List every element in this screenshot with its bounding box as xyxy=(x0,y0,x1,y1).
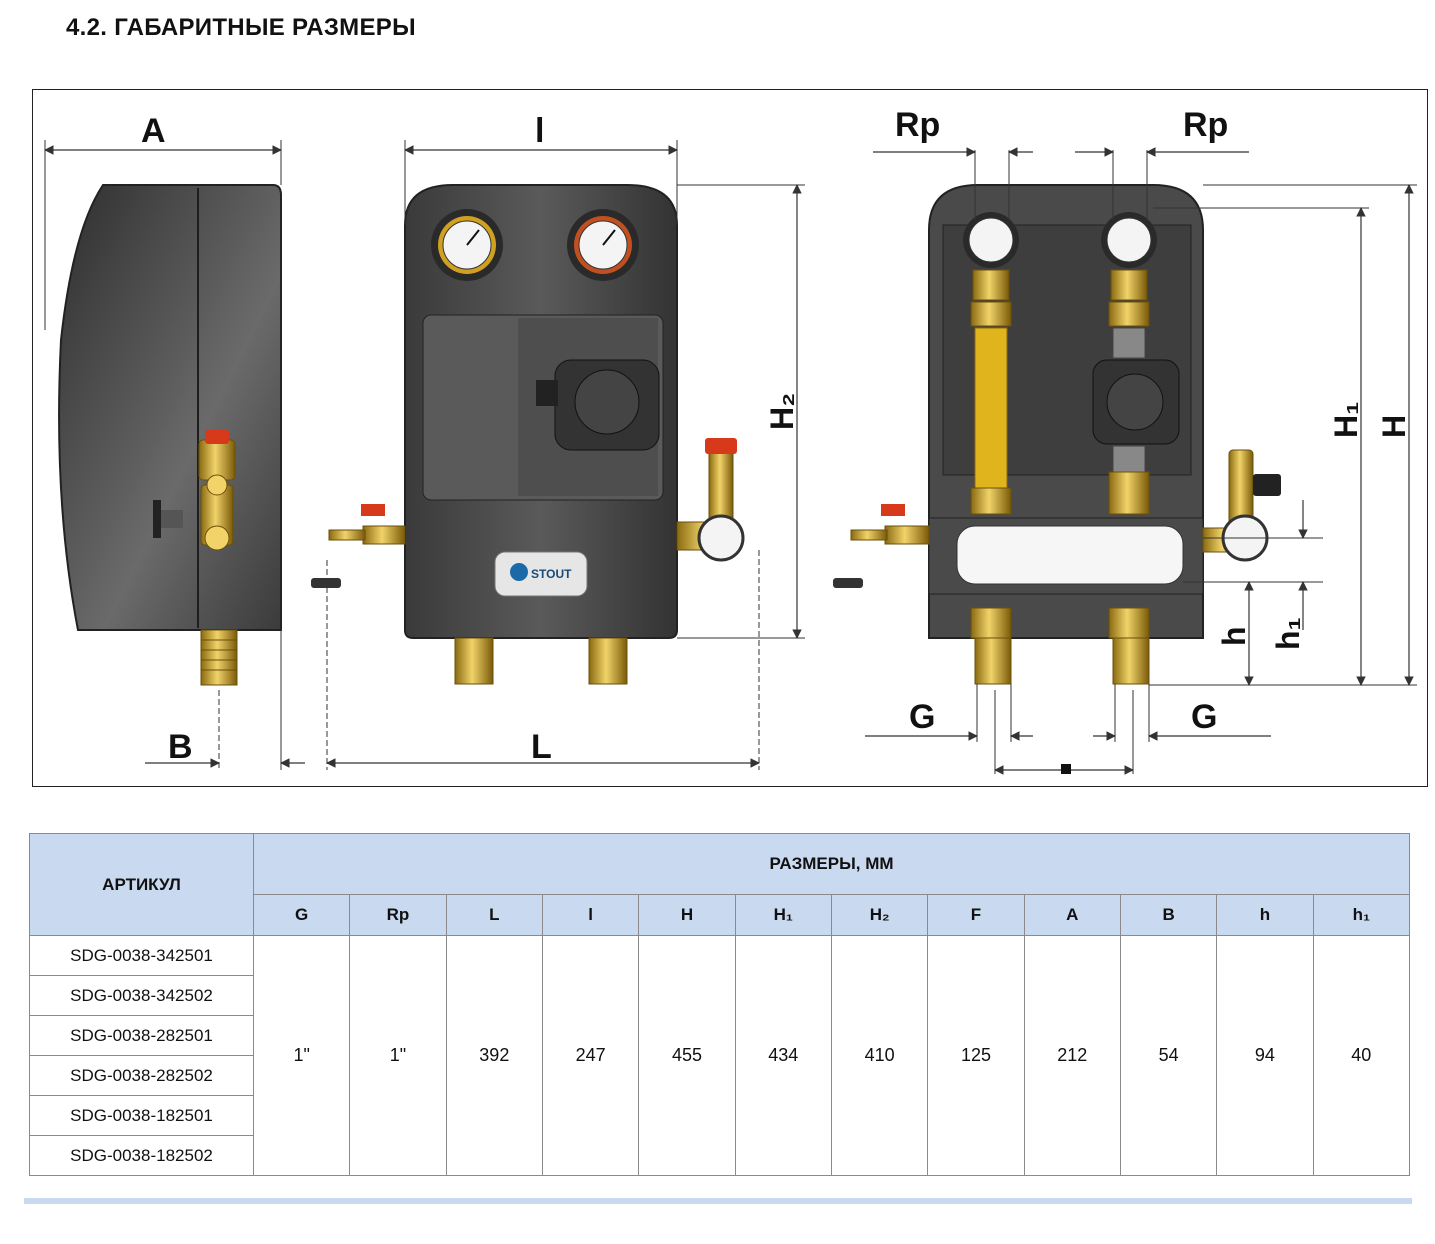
dimension-drawing: A B STOUT xyxy=(32,89,1428,787)
article-cell: SDG-0038-282501 xyxy=(29,1015,254,1056)
open-insulation xyxy=(928,517,1204,595)
table-row: SDG-0038-182502 xyxy=(29,1135,1410,1176)
value-cell: 212 xyxy=(1023,935,1121,1176)
table-row: SDG-0038-182501 xyxy=(29,1095,1410,1136)
value-cell: 1" xyxy=(252,935,351,1176)
dim-H2-label: H₂ xyxy=(764,393,800,430)
value-cell: 1" xyxy=(349,935,447,1176)
value-cell: 410 xyxy=(830,935,929,1176)
article-cell: SDG-0038-282502 xyxy=(29,1055,254,1096)
value-cell: 247 xyxy=(541,935,640,1176)
dim-h1-label: h₁ xyxy=(1270,617,1306,650)
dim-G-left-label: G xyxy=(909,698,935,736)
col-header: A xyxy=(1023,894,1121,936)
table-row: SDG-0038-342501 1" 1" 392 247 455 434 41… xyxy=(29,935,1411,1176)
article-cell: SDG-0038-182502 xyxy=(29,1135,254,1176)
col-header: B xyxy=(1119,894,1218,936)
table-row: SDG-0038-342502 xyxy=(29,975,1410,1016)
dims-header: РАЗМЕРЫ, ММ xyxy=(252,833,1411,895)
front-view: STOUT l H₂ L xyxy=(311,112,805,770)
open-fittings xyxy=(970,607,1150,685)
col-header: F xyxy=(927,894,1025,936)
bottom-divider xyxy=(24,1198,1412,1204)
side-fitting xyxy=(200,629,238,686)
dim-h-label: h xyxy=(1216,626,1252,646)
col-header: H₂ xyxy=(830,894,929,936)
article-cell: SDG-0038-182501 xyxy=(29,1095,254,1136)
side-safety-valve xyxy=(198,430,236,551)
value-cell: 434 xyxy=(734,935,832,1176)
open-view: Rp Rp H H₁ h h₁ G G xyxy=(833,106,1417,775)
col-header: l xyxy=(541,894,640,936)
side-view: A B xyxy=(44,112,305,770)
value-cell: 40 xyxy=(1312,935,1411,1176)
brand-name: STOUT xyxy=(531,567,572,581)
open-drain-valve xyxy=(833,504,930,588)
value-cell: 392 xyxy=(445,935,543,1176)
col-header: H xyxy=(638,894,736,936)
dim-Rp-left-label: Rp xyxy=(895,106,940,144)
col-header: h₁ xyxy=(1312,894,1411,936)
dim-L-label: L xyxy=(531,728,552,766)
front-fittings xyxy=(454,637,628,685)
col-header: L xyxy=(445,894,543,936)
article-cell: SDG-0038-342501 xyxy=(29,935,254,976)
page-title: 4.2. ГАБАРИТНЫЕ РАЗМЕРЫ xyxy=(66,14,416,41)
front-thermometer-left xyxy=(431,209,503,281)
front-safety-group xyxy=(676,438,745,562)
front-thermometer-right xyxy=(567,209,639,281)
col-header: h xyxy=(1216,894,1314,936)
dim-H-label: H xyxy=(1376,415,1412,438)
dim-B-label: B xyxy=(168,728,193,766)
open-safety-group xyxy=(1202,449,1281,562)
col-header: G xyxy=(252,894,351,936)
front-pump xyxy=(536,359,660,451)
col-header: Rp xyxy=(349,894,447,936)
open-left-pipe xyxy=(963,212,1019,515)
dim-Rp-right-label: Rp xyxy=(1183,106,1228,144)
value-cell: 455 xyxy=(638,935,736,1176)
dim-H1-label: H₁ xyxy=(1328,402,1364,438)
dimensions-table: АРТИКУЛ РАЗМЕРЫ, ММ G Rp L l H H₁ H₂ F A… xyxy=(29,833,1411,1176)
dim-A-label: A xyxy=(141,112,166,150)
table-row: SDG-0038-282501 xyxy=(29,1015,1410,1056)
value-cell: 125 xyxy=(927,935,1025,1176)
col-header: H₁ xyxy=(734,894,832,936)
value-cell: 94 xyxy=(1216,935,1314,1176)
article-header: АРТИКУЛ xyxy=(29,833,254,936)
table-row: SDG-0038-282502 xyxy=(29,1055,1410,1096)
open-right-pipe xyxy=(1092,212,1180,515)
dim-G-right-label: G xyxy=(1191,698,1217,736)
value-cell: 54 xyxy=(1119,935,1218,1176)
article-cell: SDG-0038-342502 xyxy=(29,975,254,1016)
dim-l-label: l xyxy=(535,112,544,150)
brand-badge: STOUT xyxy=(494,551,588,597)
front-drain-valve xyxy=(311,504,406,588)
